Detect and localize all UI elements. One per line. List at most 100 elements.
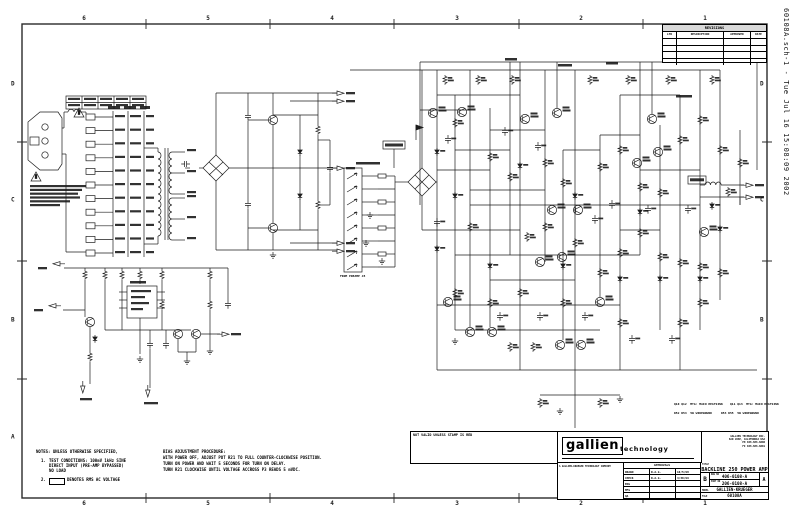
- transistor-symbol: [546, 204, 558, 216]
- diode-symbol: [697, 274, 703, 284]
- zone-col-label: 6: [82, 15, 86, 22]
- note1-number: 1.: [41, 458, 46, 463]
- revision-row-empty: [663, 59, 766, 65]
- zone-col-label: 2: [579, 500, 583, 507]
- terminal-pin: [85, 236, 96, 243]
- plot-file-label: 60108A.sch-1 - Tue Jul 16 15:08:09 2002: [782, 8, 790, 196]
- label-text-blob: [577, 242, 584, 245]
- label-text-blob: [30, 196, 80, 199]
- label-text-blob: [530, 115, 539, 118]
- label-text-blob: [505, 58, 517, 61]
- label-text-blob: [130, 115, 141, 118]
- zone-ticks: [17, 19, 772, 503]
- stamp-box: NOT VALID UNLESS STAMP IS RED: [410, 431, 559, 464]
- address-line: GALLIEN TECHNOLOGY INC.: [730, 435, 765, 438]
- label-text-blob: [130, 183, 141, 186]
- label-text-blob: [642, 232, 649, 235]
- ground-symbol: [136, 355, 144, 363]
- approvals-header: APPROVALS: [624, 463, 700, 469]
- label-text-blob: [702, 302, 709, 305]
- approval-by: R.A.G.: [650, 468, 676, 474]
- bridge-rectifier: [208, 161, 224, 176]
- label-text-blob: [702, 300, 708, 302]
- label-text-blob: [642, 184, 648, 186]
- terminal-pin: [85, 127, 96, 134]
- label-text-blob: [146, 237, 154, 240]
- label-text-blob: [682, 320, 688, 322]
- label-text-blob: [30, 192, 78, 195]
- label-text-blob: [657, 115, 666, 118]
- label-text-blob: [146, 196, 154, 199]
- label-text-blob: [108, 106, 120, 109]
- zone-row-label: C: [11, 196, 15, 204]
- zone-row-label: A: [11, 433, 15, 441]
- gallien-logo-sub: technology: [620, 445, 669, 453]
- terminal-arrow: [52, 261, 66, 267]
- preamp-connector: [343, 167, 363, 273]
- label-text-blob: [630, 79, 637, 82]
- label-text-blob: [547, 224, 553, 226]
- label-text-blob: [682, 139, 689, 142]
- label-text-blob: [662, 190, 668, 192]
- label-text-blob: [606, 62, 618, 65]
- voltage-select-grid: [66, 96, 146, 109]
- part-label: PART NO: [711, 480, 721, 483]
- label-text-blob: [124, 106, 136, 109]
- label-text-blob: [451, 137, 457, 140]
- label-text-blob: [702, 266, 709, 269]
- label-text-blob: [131, 296, 145, 299]
- inlet-pin: [41, 151, 49, 159]
- gallien-logo: gallien: [562, 437, 624, 455]
- label-text-blob: [130, 237, 141, 240]
- part-number: 206-0108-A: [721, 481, 748, 486]
- label-text-blob: [622, 147, 628, 149]
- ground-symbol: [269, 251, 277, 259]
- label-text-blob: [475, 328, 484, 331]
- label-text-blob: [30, 200, 70, 203]
- capacitor-symbol: [496, 311, 504, 322]
- label-text-blob: [535, 346, 542, 349]
- zone-col-label: 5: [206, 500, 210, 507]
- diode-symbol: [617, 274, 623, 284]
- label-text-blob: [140, 106, 150, 109]
- label-text-blob: [676, 95, 692, 98]
- capacitor-symbol: [608, 199, 616, 210]
- inline-resistor: [377, 251, 387, 257]
- address-line: FX 408.886.6001: [742, 444, 765, 448]
- label-text-blob: [565, 338, 573, 341]
- capacitor-symbol: [581, 311, 589, 322]
- label-text-blob: [457, 120, 463, 122]
- diode-symbol: [560, 261, 566, 271]
- resistor-symbol: [537, 397, 543, 409]
- transformer-secondary: [168, 151, 173, 195]
- label-text-blob: [115, 155, 125, 158]
- label-text-blob: [565, 341, 574, 344]
- note2-text: DENOTES RMS AC VOLTAGE: [67, 477, 120, 482]
- label-text-blob: [115, 251, 125, 254]
- transistor-symbol: [556, 251, 568, 263]
- label-text-blob: [714, 77, 720, 79]
- label-text-blob: [480, 79, 487, 82]
- resistor-symbol: [509, 74, 515, 86]
- label-text-blob: [514, 77, 520, 79]
- label-text-blob: [663, 145, 671, 148]
- note1-line3: NO LOAD: [49, 468, 66, 473]
- note2-number: 2.: [41, 477, 46, 482]
- label-text-blob: [702, 264, 708, 266]
- approval-label: ENG: [624, 480, 650, 486]
- bridge-rectifier: [202, 154, 230, 182]
- transistor-symbol: [698, 226, 710, 238]
- label-text-blob: [497, 325, 505, 328]
- label-text-blob: [730, 191, 737, 194]
- zone-col-label: 4: [330, 15, 334, 22]
- label-text-blob: [565, 302, 572, 305]
- ac-inlet-connector: [27, 111, 63, 171]
- label-text-blob: [557, 203, 565, 206]
- schematic-graphic: [315, 124, 321, 136]
- label-text-blob: [131, 308, 143, 311]
- capacitor-symbol: [146, 339, 154, 350]
- transistor-symbol: [572, 204, 584, 216]
- label-text-blob: [662, 254, 668, 256]
- label-text-blob: [605, 295, 613, 298]
- zone-col-label: 6: [82, 500, 86, 507]
